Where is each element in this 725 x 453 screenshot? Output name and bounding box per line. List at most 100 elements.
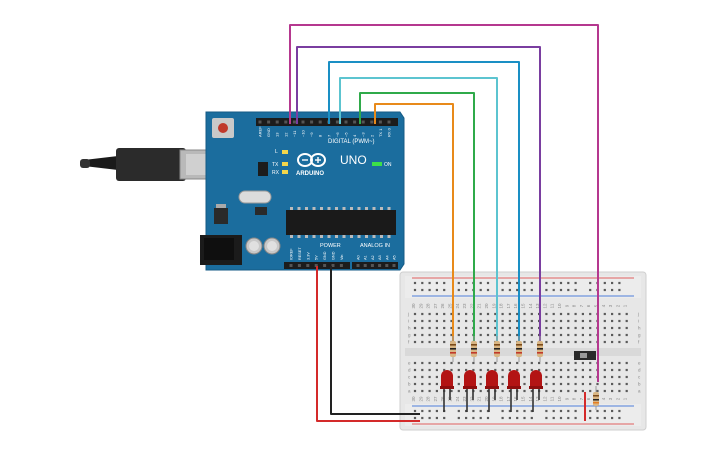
usb-plug-icon	[116, 148, 186, 181]
slide-switch[interactable]	[574, 351, 596, 360]
row-letter: c	[408, 375, 411, 380]
red-led-icon[interactable]	[440, 370, 454, 412]
analog-label: ANALOG IN	[360, 243, 390, 249]
column-number: 13	[535, 303, 540, 309]
row-letter: f	[638, 340, 640, 345]
row-letter: d	[638, 368, 641, 373]
column-number: 12	[542, 396, 547, 402]
header-pin[interactable]	[370, 264, 374, 267]
column-number: 19	[491, 303, 496, 309]
header-pin[interactable]	[297, 264, 301, 267]
wires	[289, 24, 599, 422]
row-letter: b	[638, 382, 641, 387]
header-pin[interactable]	[331, 264, 335, 267]
column-number: 18	[499, 303, 504, 309]
header-pin[interactable]	[392, 264, 396, 267]
header-pin[interactable]	[323, 264, 327, 267]
header-pin[interactable]	[310, 120, 314, 124]
header-pin[interactable]	[363, 264, 367, 267]
column-number: 8	[572, 304, 577, 307]
header-pin[interactable]	[335, 120, 339, 124]
power-label: POWER	[320, 243, 341, 249]
row-letter: e	[638, 361, 641, 366]
breadboard: 3030292928282727262625252424232322222121…	[399, 271, 647, 431]
header-pin[interactable]	[318, 120, 322, 124]
pin-label: TX 1	[378, 128, 383, 137]
usb-cable-icon	[84, 156, 118, 170]
header-pin[interactable]	[387, 120, 391, 124]
column-number: 9	[564, 304, 569, 307]
pin-label: 8	[318, 134, 323, 137]
header-pin[interactable]	[361, 120, 365, 124]
wire-pin13	[289, 24, 599, 382]
header-pin[interactable]	[258, 120, 262, 124]
column-number: 15	[521, 303, 526, 309]
column-number: 29	[418, 396, 423, 402]
column-number: 9	[564, 397, 569, 400]
column-number: 7	[579, 397, 584, 400]
header-pin[interactable]	[339, 264, 343, 267]
column-number: 6	[586, 397, 591, 400]
red-led-icon[interactable]	[463, 370, 477, 412]
header-pin[interactable]	[314, 264, 318, 267]
header-pin[interactable]	[267, 120, 271, 124]
column-number: 2	[615, 397, 620, 400]
header-pin[interactable]	[378, 120, 382, 124]
column-number: 1	[623, 304, 628, 307]
pin-label: A0	[357, 255, 361, 260]
column-number: 26	[440, 303, 445, 309]
column-number: 28	[426, 303, 431, 309]
pin-label: GND	[323, 251, 327, 260]
column-number: 10	[557, 303, 562, 309]
header-pin[interactable]	[284, 120, 288, 124]
resistor[interactable]	[471, 336, 477, 362]
header-pin[interactable]	[356, 264, 360, 267]
header-pin[interactable]	[306, 264, 310, 267]
pin-label: ~9	[309, 132, 314, 137]
column-number: 2	[615, 304, 620, 307]
led-tx-label: TX	[272, 162, 279, 168]
column-number: 17	[506, 303, 511, 309]
column-number: 4	[601, 397, 606, 400]
header-pin[interactable]	[378, 264, 382, 267]
resistor[interactable]	[537, 336, 543, 362]
header-pin[interactable]	[344, 120, 348, 124]
row-letter: f	[408, 340, 410, 345]
header-pin[interactable]	[301, 120, 305, 124]
column-number: 23	[462, 396, 467, 402]
header-pin[interactable]	[370, 120, 374, 124]
red-led-icon[interactable]	[529, 370, 543, 412]
pin-label: A1	[364, 255, 368, 260]
header-pin[interactable]	[275, 120, 279, 124]
red-led-icon[interactable]	[507, 370, 521, 412]
wire-pin12	[296, 46, 541, 343]
row-letter: b	[408, 382, 411, 387]
header-pin[interactable]	[292, 120, 296, 124]
pin-label: ~11	[292, 130, 297, 137]
pin-label: 5V	[315, 255, 319, 260]
resistor[interactable]	[450, 336, 456, 362]
column-number: 6	[586, 304, 591, 307]
resistor[interactable]	[516, 336, 522, 362]
header-pin[interactable]	[385, 264, 389, 267]
pin-label: A2	[371, 255, 375, 260]
header-pin[interactable]	[353, 120, 357, 124]
column-number: 30	[411, 396, 416, 402]
pin-label: 4	[352, 134, 357, 137]
red-led-icon[interactable]	[485, 370, 499, 412]
pulldown-resistor	[593, 386, 599, 410]
led-rx-label: RX	[272, 170, 280, 176]
column-number: 21	[477, 396, 482, 402]
resistor[interactable]	[494, 336, 500, 362]
pin-label: 3.3V	[306, 252, 310, 260]
row-letter: i	[408, 319, 409, 324]
row-letter: g	[638, 333, 641, 338]
header-pin[interactable]	[289, 264, 293, 267]
wire-pin6	[359, 92, 475, 343]
wire-pin10	[328, 61, 520, 343]
pin-label: ~6	[335, 132, 340, 137]
column-number: 11	[550, 303, 555, 308]
pin-label: GND	[332, 251, 336, 260]
column-number: 24	[455, 396, 460, 402]
